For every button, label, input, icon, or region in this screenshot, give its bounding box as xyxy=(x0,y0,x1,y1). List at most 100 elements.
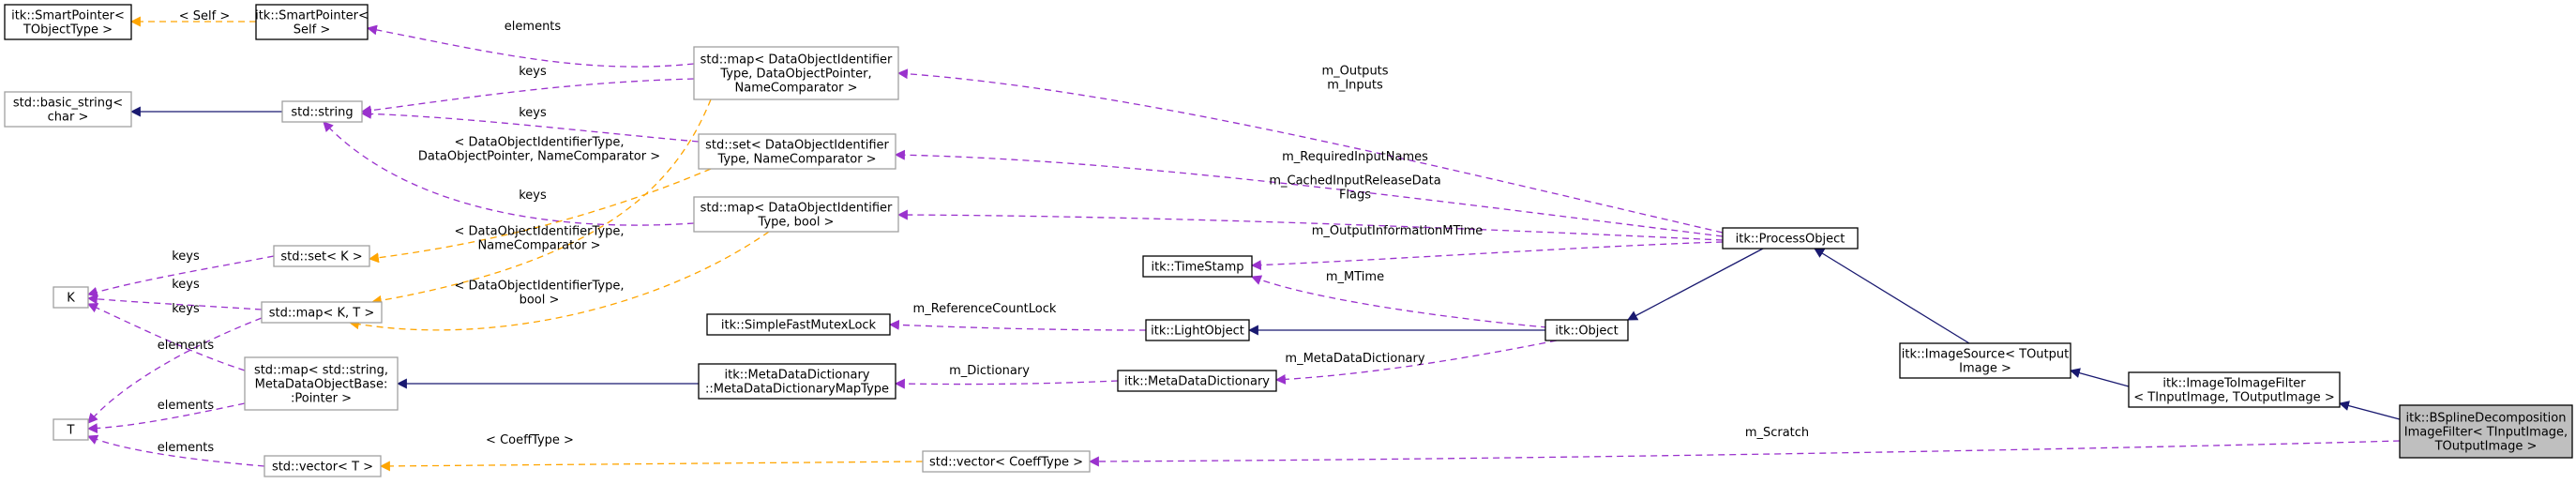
inheritance-edge-18 xyxy=(1627,248,1764,321)
node-label: T xyxy=(67,424,75,438)
edge-label-refcount: m_ReferenceCountLock xyxy=(913,302,1057,316)
node-label-line: TObjectType > xyxy=(23,23,113,38)
class-node-metadict-maptype[interactable]: itk::MetaDataDictionary::MetaDataDiction… xyxy=(698,363,896,400)
class-node-imagetoimage[interactable]: itk::ImageToImageFilter< TInputImage, TO… xyxy=(2128,371,2341,408)
class-node-lightobject[interactable]: itk::LightObject xyxy=(1145,319,1250,341)
member-edge-11 xyxy=(896,209,1724,241)
class-node-vector-coeff[interactable]: std::vector< CoeffType > xyxy=(922,450,1091,473)
class-node-smartpointer-self[interactable]: itk::SmartPointer<Self > xyxy=(255,4,369,40)
template-edge-7 xyxy=(368,168,712,264)
node-label: itk::SimpleFastMutexLock xyxy=(721,319,877,333)
node-box xyxy=(53,418,89,441)
node-box xyxy=(693,46,899,100)
edge-label-line: m_MetaDataDictionary xyxy=(1285,352,1424,366)
member-edge-3 xyxy=(360,108,700,143)
edge-label-line: elements xyxy=(158,339,215,353)
edge-label-line: elements xyxy=(505,20,562,34)
edge-label-keys-k1: keys xyxy=(172,250,200,264)
member-edge-25 xyxy=(86,303,246,371)
edge-label-line: m_OutputInformationMTime xyxy=(1312,224,1484,238)
node-label: std::vector< CoeffType > xyxy=(929,456,1083,470)
edge-label-tmpl-set: < DataObjectIdentifierType,NameComparato… xyxy=(455,225,625,253)
node-label-line: Type, NameComparator > xyxy=(716,153,876,167)
class-node-K[interactable]: K xyxy=(53,286,89,309)
edge-label-line: m_Inputs xyxy=(1327,79,1383,93)
edge-label-keys-mapbool: keys xyxy=(519,189,547,203)
edge-label-line: m_RequiredInputNames xyxy=(1282,150,1428,164)
edge-label-line: DataObjectPointer, NameComparator > xyxy=(418,150,660,164)
node-label: std::map< std::string,MetaDataObjectBase… xyxy=(254,364,388,406)
node-label-line: itk::TimeStamp xyxy=(1151,261,1243,275)
edge-label-mtime: m_MTime xyxy=(1326,270,1384,284)
class-node-std-string[interactable]: std::string xyxy=(281,100,363,123)
edge-label-keys-map: keys xyxy=(519,65,547,79)
inheritance-edge-20 xyxy=(2069,368,2130,387)
node-label-line: Type, DataObjectPointer, xyxy=(719,68,871,82)
class-node-basic-string[interactable]: std::basic_string<char > xyxy=(4,91,132,128)
edge-label-scratch: m_Scratch xyxy=(1745,426,1809,440)
class-node-smartpointer-tobject[interactable]: itk::SmartPointer<TObjectType > xyxy=(4,4,132,40)
node-label-line: std::map< DataObjectIdentifier xyxy=(700,53,893,68)
node-label-line: itk::ImageToImageFilter xyxy=(2162,377,2306,391)
template-edge-8 xyxy=(348,231,770,331)
node-label: std::string xyxy=(291,106,353,120)
class-node-map-KT[interactable]: std::map< K, T > xyxy=(261,301,383,324)
node-label-line: Type, bool > xyxy=(758,216,835,230)
edge-label-required: m_RequiredInputNames xyxy=(1282,150,1428,164)
node-label: itk::MetaDataDictionary xyxy=(1124,375,1270,389)
node-box xyxy=(4,4,132,40)
class-node-vector-T[interactable]: std::vector< T > xyxy=(264,455,382,477)
node-box xyxy=(4,91,132,128)
member-edge-14 xyxy=(888,319,1147,331)
node-label-line: itk::SmartPointer< xyxy=(255,9,369,23)
class-node-map-string-meta[interactable]: std::map< std::string,MetaDataObjectBase… xyxy=(244,356,399,411)
class-node-timestamp[interactable]: itk::TimeStamp xyxy=(1142,255,1253,278)
node-box xyxy=(922,450,1091,473)
class-node-set-K[interactable]: std::set< K > xyxy=(273,245,370,267)
node-label-line: itk::SmartPointer< xyxy=(11,9,125,23)
node-box xyxy=(1145,319,1250,341)
node-label-line: std::map< DataObjectIdentifier xyxy=(700,202,893,216)
edge-label-metadata-dict: m_MetaDataDictionary xyxy=(1285,352,1424,366)
edge-label-elements-t2: elements xyxy=(158,399,215,413)
node-label-line: itk::MetaDataDictionary xyxy=(725,369,870,383)
node-box xyxy=(2128,371,2341,408)
node-label-line: Self > xyxy=(294,23,330,38)
edge-label-line: m_Dictionary xyxy=(949,364,1030,378)
node-box xyxy=(244,356,399,411)
class-node-metadict[interactable]: itk::MetaDataDictionary xyxy=(1117,370,1277,392)
node-label-line: std::string xyxy=(291,106,353,120)
node-box xyxy=(1544,319,1629,341)
node-label-line: :Pointer > xyxy=(291,392,352,406)
node-label-line: std::basic_string< xyxy=(13,97,123,111)
edge-label-line: < Self > xyxy=(179,9,231,23)
member-edge-2 xyxy=(360,78,695,116)
member-edge-30 xyxy=(1088,440,2401,467)
class-node-processobject[interactable]: itk::ProcessObject xyxy=(1722,227,1859,250)
class-node-object[interactable]: itk::Object xyxy=(1544,319,1629,341)
edge-label-line: < DataObjectIdentifierType, xyxy=(455,280,625,294)
class-node-mutexlock[interactable]: itk::SimpleFastMutexLock xyxy=(706,313,891,336)
inheritance-edge-21 xyxy=(2338,401,2401,420)
edge-label-coefftype: < CoeffType > xyxy=(486,433,574,447)
member-edge-28 xyxy=(86,434,265,467)
edge-label-line: elements xyxy=(158,441,215,455)
node-label: std::set< K > xyxy=(280,250,362,265)
edge-label-line: NameComparator > xyxy=(478,239,601,253)
edge-label-elements-t1: elements xyxy=(158,339,215,353)
member-edge-16 xyxy=(1274,340,1558,385)
node-label-line: ImageFilter< TInputImage, xyxy=(2404,426,2568,440)
member-edge-13 xyxy=(1250,275,1548,328)
edge-label-line: elements xyxy=(158,399,215,413)
node-label-line: < TInputImage, TOutputImage > xyxy=(2133,391,2334,405)
node-label: std::vector< T > xyxy=(272,461,373,475)
class-node-T[interactable]: T xyxy=(53,418,89,441)
edge-label-line: keys xyxy=(519,65,547,79)
